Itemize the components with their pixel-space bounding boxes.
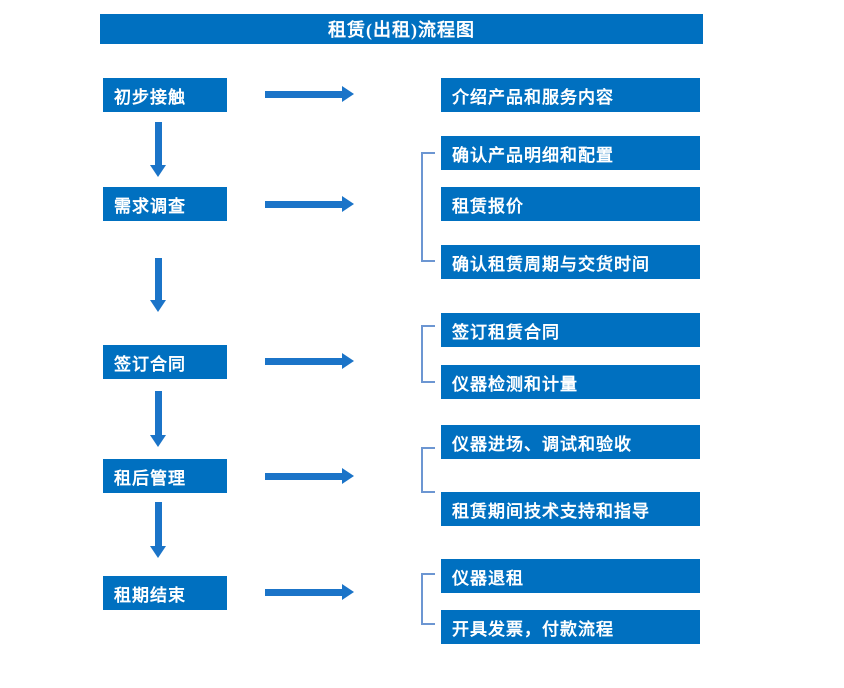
- arrow-shaft: [155, 502, 162, 546]
- down-arrow-icon: [150, 122, 167, 177]
- chart-title: 租赁(出租)流程图: [100, 14, 703, 44]
- arrow-head: [342, 468, 354, 484]
- down-arrow-icon: [150, 258, 167, 312]
- group-bracket: [421, 447, 435, 493]
- group-bracket: [421, 573, 435, 625]
- arrow-head: [150, 300, 166, 312]
- step-box: 确认产品明细和配置: [441, 136, 700, 170]
- step-box: 租赁期间技术支持和指导: [441, 492, 700, 526]
- step-box: 仪器退租: [441, 559, 700, 593]
- arrow-head: [342, 584, 354, 600]
- stage-box-lease-end: 租期结束: [103, 576, 227, 610]
- step-box: 确认租赁周期与交货时间: [441, 245, 700, 279]
- arrow-shaft: [265, 589, 342, 596]
- arrow-shaft: [155, 258, 162, 300]
- step-box: 开具发票，付款流程: [441, 610, 700, 644]
- arrow-head: [150, 165, 166, 177]
- step-box: 仪器进场、调试和验收: [441, 425, 700, 459]
- stage-box-initial-contact: 初步接触: [103, 78, 227, 112]
- arrow-shaft: [265, 201, 342, 208]
- down-arrow-icon: [150, 502, 167, 558]
- arrow-shaft: [265, 91, 342, 98]
- arrow-head: [150, 546, 166, 558]
- step-box: 仪器检测和计量: [441, 365, 700, 399]
- right-arrow-icon: [265, 353, 354, 370]
- arrow-head: [342, 86, 354, 102]
- right-arrow-icon: [265, 196, 354, 213]
- stage-box-demand-survey: 需求调查: [103, 187, 227, 221]
- group-bracket: [421, 152, 435, 262]
- arrow-shaft: [265, 358, 342, 365]
- arrow-head: [342, 196, 354, 212]
- down-arrow-icon: [150, 391, 167, 447]
- step-box: 租赁报价: [441, 187, 700, 221]
- right-arrow-icon: [265, 86, 354, 103]
- arrow-head: [342, 353, 354, 369]
- right-arrow-icon: [265, 468, 354, 485]
- group-bracket: [421, 325, 435, 383]
- arrow-shaft: [155, 391, 162, 435]
- step-box: 介绍产品和服务内容: [441, 78, 700, 112]
- right-arrow-icon: [265, 584, 354, 601]
- step-box: 签订租赁合同: [441, 313, 700, 347]
- arrow-shaft: [155, 122, 162, 165]
- stage-box-sign-contract: 签订合同: [103, 345, 227, 379]
- arrow-head: [150, 435, 166, 447]
- arrow-shaft: [265, 473, 342, 480]
- stage-box-post-rental-management: 租后管理: [103, 459, 227, 493]
